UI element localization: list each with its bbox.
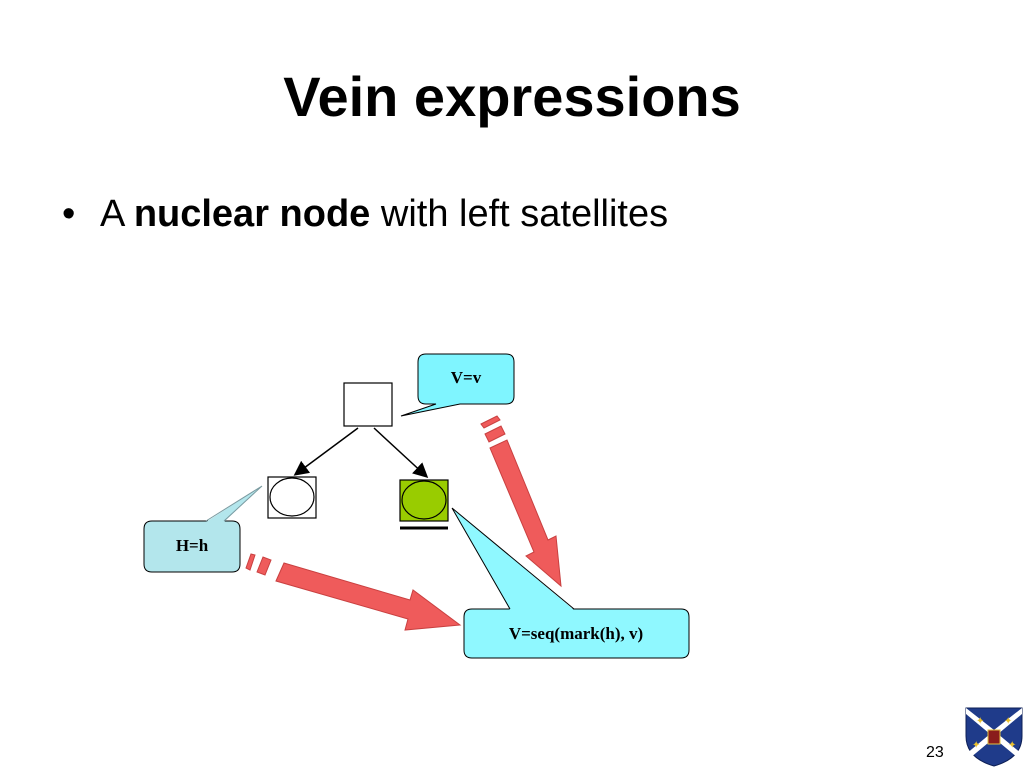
nuclear-node-ellipse [401,480,447,520]
result-callout: V=seq(mark(h), v) [451,507,690,659]
edge-to-left-child [293,427,359,476]
result-callout-label: V=seq(mark(h), v) [509,624,643,643]
left-callout-label: H=h [176,536,209,555]
root-callout-label: V=v [451,368,482,387]
slide-number: 23 [926,744,944,761]
bullet-item: • A nuclear node with left satellites [62,190,668,238]
bullet-suffix: with left satellites [380,193,669,235]
bullet-prefix: A [100,193,124,235]
left-callout: H=h [143,485,263,573]
svg-text:✦: ✦ [1008,740,1016,751]
left-satellite-ellipse [269,477,315,517]
svg-text:✦: ✦ [972,740,980,751]
crest-icon: ✦ ✦ ✦ ✦ [965,707,1023,767]
svg-text:✦: ✦ [1004,716,1012,727]
bullet-marker: • [62,193,76,235]
slide-title: Vein expressions [283,65,741,128]
bullet-bold-term: nuclear node [133,193,371,235]
edge-to-right-child [373,427,429,479]
left-to-result-arrow [245,553,462,631]
root-to-result-arrow [480,415,562,588]
svg-text:✦: ✦ [976,716,984,727]
root-node [343,382,393,427]
root-callout: V=v [400,353,515,417]
